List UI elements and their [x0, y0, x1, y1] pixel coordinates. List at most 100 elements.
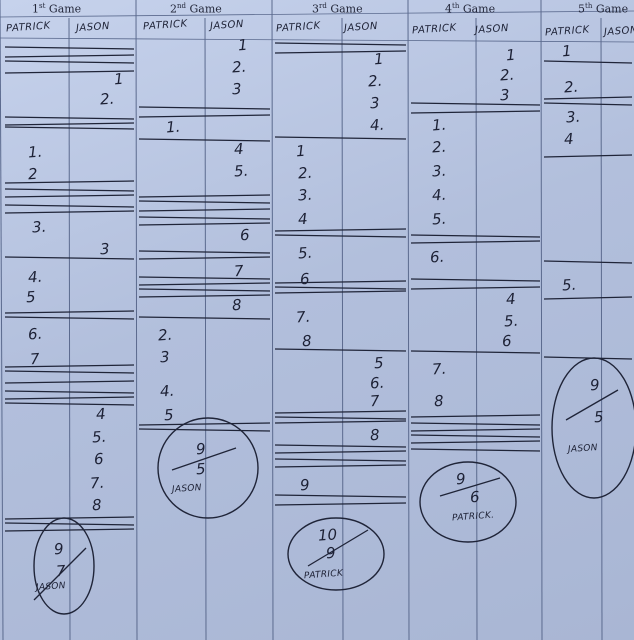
g1-j-score: 4: [95, 404, 107, 424]
column-rule: [68, 17, 71, 640]
g3-jason-header: JASON: [343, 20, 379, 35]
score-separator: [274, 290, 407, 294]
score-separator: [4, 126, 135, 130]
g4-p-score: 5.: [431, 209, 447, 229]
g3-j-score: 5: [373, 353, 385, 373]
g4-j-score: 2.: [499, 65, 515, 85]
g2-p-score: 1.: [165, 117, 181, 137]
g4-j-score: 1: [505, 45, 517, 65]
score-separator: [274, 444, 407, 448]
g4-result-winner-score: 9: [455, 469, 467, 489]
score-separator: [410, 434, 541, 438]
column-rule: [0, 0, 4, 640]
g2-result-winner: JASON: [171, 482, 203, 496]
score-separator: [138, 208, 271, 212]
g1-jason-header: JASON: [75, 20, 111, 35]
score-separator: [138, 138, 271, 142]
game-2-title: 2nd Game: [170, 2, 222, 16]
score-separator: [138, 428, 271, 432]
g3-j-score: 2.: [367, 71, 383, 91]
g1-j-score: 6: [93, 449, 105, 469]
g3-j-score: 4.: [369, 115, 385, 135]
g5-result-loser-score: 5: [593, 407, 605, 427]
score-separator: [4, 60, 135, 64]
score-separator: [410, 286, 541, 290]
score-separator: [138, 422, 271, 426]
g1-p-score: 1.: [27, 142, 43, 162]
score-separator: [4, 364, 135, 368]
header-rule: [0, 37, 634, 43]
g3-p-score: 2.: [297, 163, 313, 183]
score-separator: [543, 154, 633, 158]
score-separator: [274, 410, 407, 414]
score-separator: [138, 216, 271, 220]
score-separator: [410, 278, 541, 282]
score-separator: [274, 502, 407, 506]
g2-j-score: 4: [233, 139, 245, 159]
score-separator: [138, 256, 271, 260]
g1-p-score: 5: [25, 287, 37, 307]
g2-result-slash: [171, 447, 237, 471]
score-separator: [4, 210, 135, 214]
score-separator: [4, 396, 135, 400]
g1-j-score: 3: [99, 239, 111, 259]
score-separator: [4, 256, 135, 260]
score-separator: [4, 122, 135, 126]
score-separator: [274, 136, 407, 140]
g4-p-score: 3.: [431, 161, 447, 181]
g2-j-score: 7: [233, 261, 245, 281]
g3-j-score: 1: [373, 49, 385, 69]
score-separator: [138, 194, 271, 198]
game-4-title: 4th Game: [445, 2, 496, 16]
score-separator: [138, 106, 271, 110]
score-separator: [4, 402, 135, 406]
g1-p-score: 4.: [27, 267, 43, 287]
score-separator: [4, 380, 135, 384]
g3-p-score: 3.: [297, 185, 313, 205]
score-separator: [410, 350, 541, 354]
score-separator: [4, 370, 135, 374]
column-rule: [204, 17, 207, 640]
score-separator: [410, 234, 541, 238]
score-separator: [543, 102, 633, 106]
g3-p-score: 1: [295, 141, 307, 161]
column-rule: [341, 17, 344, 640]
g2-result-circle: [157, 417, 259, 519]
g3-j-score: 7: [369, 391, 381, 411]
g1-result-loser-score: 7: [55, 561, 67, 581]
g1-p-score: 2: [27, 164, 39, 184]
score-separator: [274, 286, 407, 290]
g5-result-circle: [551, 357, 634, 499]
g2-p-score: 3: [159, 347, 171, 367]
header-rule: [0, 10, 634, 18]
g2-j-score: 3: [231, 79, 243, 99]
g2-j-score: 5.: [233, 161, 249, 181]
g2-p-score: 4.: [159, 381, 175, 401]
g5-jason-header: JASON: [603, 24, 634, 39]
score-separator: [4, 316, 135, 320]
score-separator: [274, 228, 407, 232]
score-separator: [138, 114, 271, 118]
score-separator: [543, 96, 633, 100]
score-separator: [274, 458, 407, 462]
g2-j-score: 1: [237, 35, 249, 55]
score-separator: [4, 204, 135, 208]
g2-p-score: 2.: [157, 325, 173, 345]
score-separator: [4, 528, 135, 532]
g4-j-score: 5.: [503, 311, 519, 331]
g3-p-score: 8: [301, 331, 313, 351]
g5-p-score: 2.: [563, 77, 579, 97]
g1-result-circle: [33, 517, 95, 615]
g4-p-score: 1.: [431, 115, 447, 135]
g1-p-score: 7: [29, 349, 41, 369]
score-separator: [4, 180, 135, 184]
g4-p-score: 2.: [431, 137, 447, 157]
g2-j-score: 8: [231, 295, 243, 315]
g4-result-slash: [439, 477, 501, 497]
score-separator: [274, 280, 407, 284]
g4-p-score: 6.: [429, 247, 445, 267]
g1-result-winner: JASON: [35, 580, 67, 594]
column-rule: [540, 0, 543, 640]
score-separator: [410, 428, 541, 432]
